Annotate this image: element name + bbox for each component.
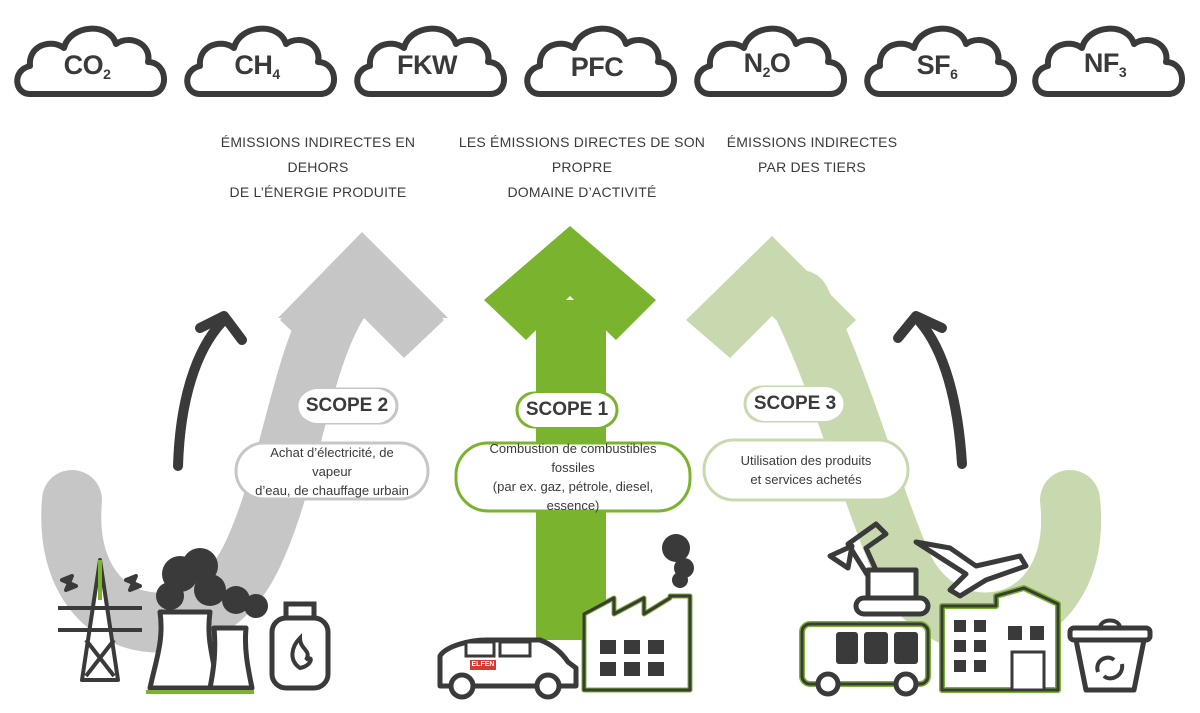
building-icon <box>939 585 1061 693</box>
gas-label-nf3: NF3 <box>1083 48 1127 80</box>
scope1-arrow <box>484 226 656 640</box>
scope2-arrow <box>41 232 448 653</box>
car-brand-label: ELFEN <box>471 661 495 668</box>
gas-label-sf6: SF6 <box>916 50 958 82</box>
airplane-icon <box>913 539 1029 599</box>
recycling-bin-icon <box>1067 618 1153 693</box>
return-arrow-icon <box>173 311 247 471</box>
gas-label-ch4: CH4 <box>234 50 280 82</box>
power-pylon-icon <box>58 558 142 682</box>
scope1-description: Combustion de combustibles fossiles(par … <box>459 441 687 513</box>
return-arrow-icon <box>893 311 967 469</box>
car-icon <box>437 637 579 700</box>
gas-label-fkw: FKW <box>397 50 457 80</box>
bus-icon <box>799 621 931 697</box>
factory-icon <box>581 534 694 693</box>
gas-label-n2o: N2O <box>743 48 791 80</box>
gas-bottle-icon <box>269 601 331 691</box>
excavator-icon <box>827 521 931 617</box>
power-plant-icon <box>146 548 268 694</box>
scope1-label: SCOPE 1 <box>520 393 614 427</box>
gas-label-pfc: PFC <box>570 52 624 82</box>
scope3-label: SCOPE 3 <box>748 387 842 421</box>
scope2-label: SCOPE 2 <box>300 389 394 423</box>
gas-label-co2: CO2 <box>63 50 111 82</box>
